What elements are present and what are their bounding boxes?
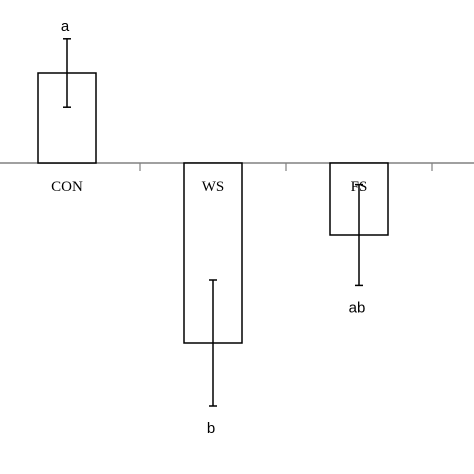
labels-layer: CON aWS b FS ab [51, 18, 367, 437]
category-label: FS [351, 179, 368, 195]
category-label: CON [51, 179, 83, 195]
significance-label: a [61, 18, 70, 35]
significance-label: ab [349, 299, 366, 316]
category-label: WS [202, 179, 225, 195]
error-bars-layer [63, 38, 363, 407]
significance-label: b [207, 420, 215, 437]
